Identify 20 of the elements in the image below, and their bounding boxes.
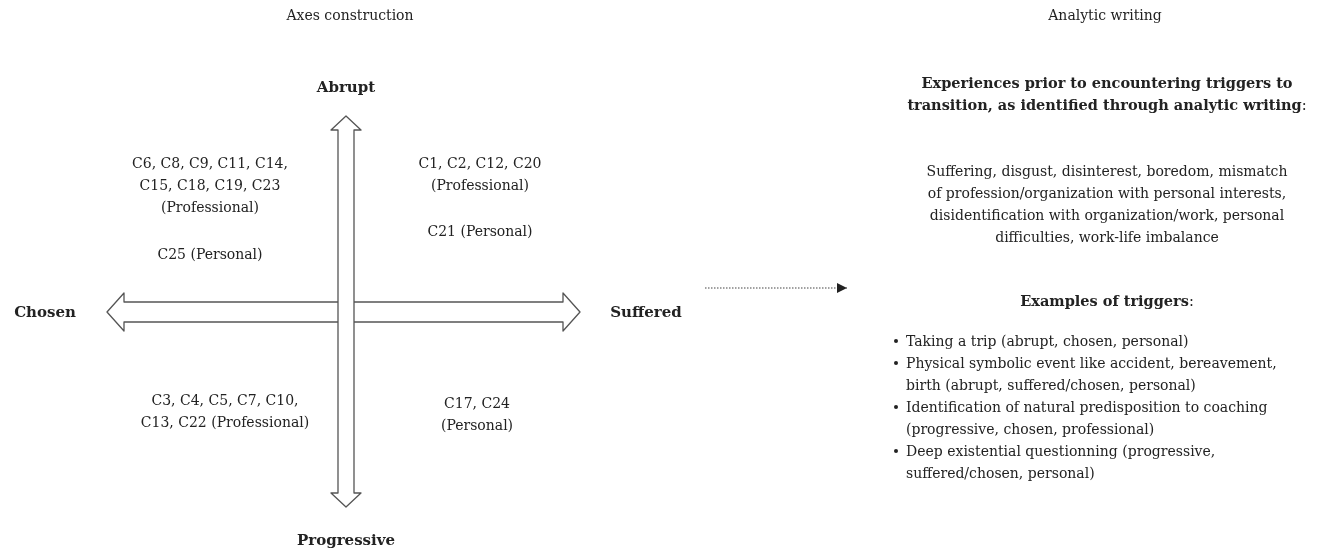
bullet-item: Identification of natural predisposition to coaching (progressive, chosen, professional): [906, 399, 1268, 437]
axis-label: Abrupt: [315, 77, 377, 98]
bullet-item: Taking a trip (abrupt, chosen, personal): [906, 333, 1189, 349]
case-list: C6, C8, C9, C11, C14, C15, C18, C19, C23 (Professional): [115, 152, 305, 218]
panel-heading: Axes construction: [285, 6, 415, 25]
panel-heading: Analytic writing: [1047, 6, 1163, 25]
bullet-item: Physical symbolic event like accident, bereavement, birth (abrupt, suffered/chosen, personal): [906, 355, 1277, 393]
case-list: C1, C2, C12, C20 (Professional): [395, 152, 565, 196]
dotted-arrow: [704, 283, 848, 293]
bullet-item: Deep existential questionning (progressive, suffered/chosen, personal): [906, 443, 1216, 481]
case-list: C17, C24 (Personal): [412, 392, 542, 436]
case-list: C21 (Personal): [395, 220, 565, 242]
axis-label: Chosen: [13, 302, 77, 323]
section-heading: Experiences prior to encountering triggers to transition, as identified through analytic writing:: [906, 73, 1308, 115]
case-list: C3, C4, C5, C7, C10, C13, C22 (Professional): [137, 389, 313, 433]
case-list: C25 (Personal): [115, 243, 305, 265]
axis-label: Progressive: [296, 530, 396, 551]
section-heading: Examples of triggers:: [1019, 291, 1195, 311]
axis-label: Suffered: [609, 302, 683, 323]
paragraph: Suffering, disgust, disinterest, boredom, mismatch of profession/organization with personal interests, disidentification with organization/work, personal difficulties, work-life imbalance: [925, 162, 1289, 247]
